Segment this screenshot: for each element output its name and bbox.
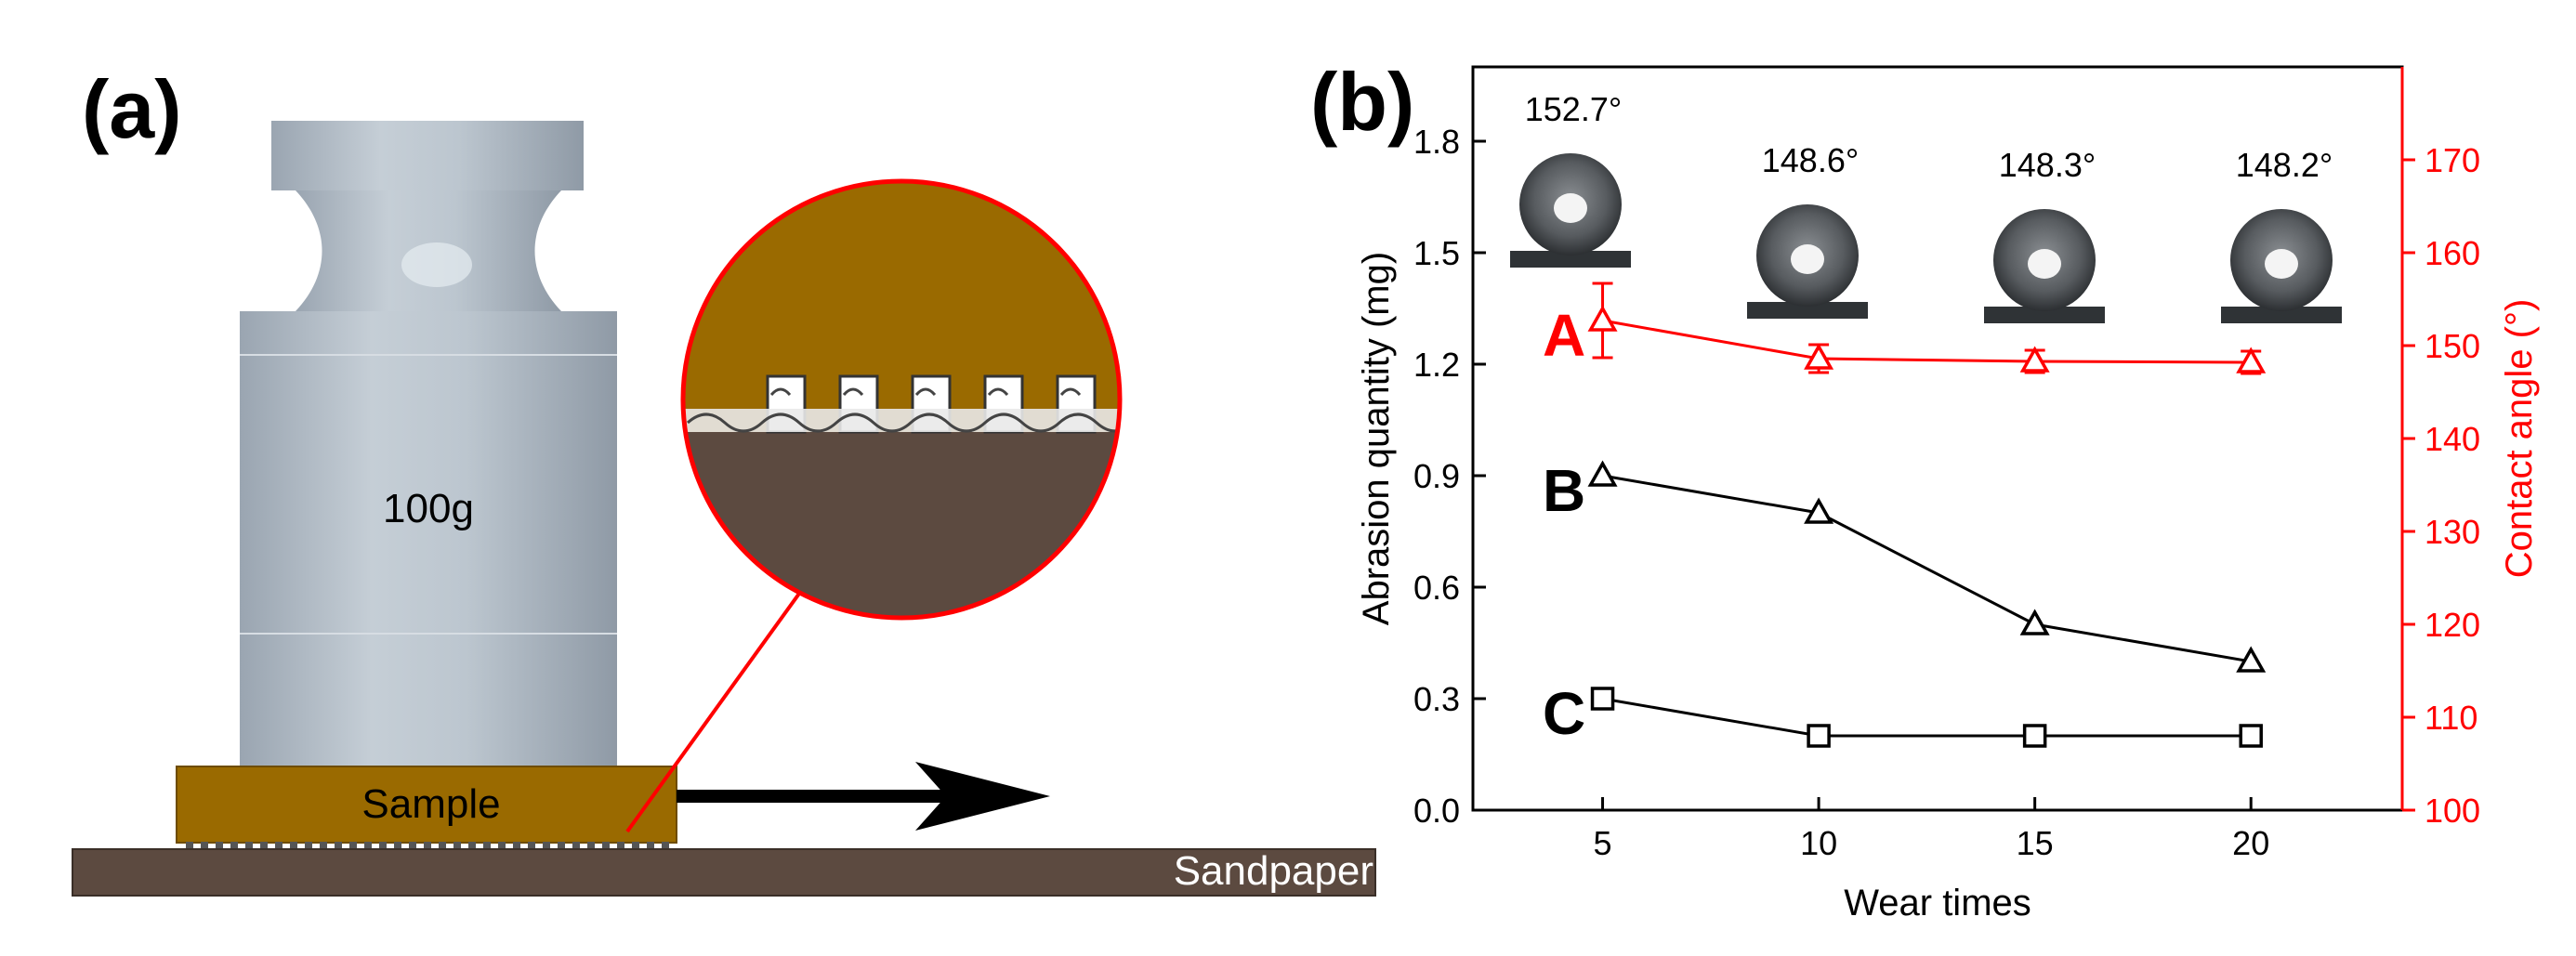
series-point-C [1807,724,1831,748]
series-point-B [2236,646,2267,673]
x-tick-label: 20 [2232,824,2269,862]
water-droplet-icon [1510,153,1631,268]
x-axis-title: Wear times [1844,883,2031,923]
water-droplet-icon [1984,209,2105,323]
sandpaper-strip-icon [72,848,1376,897]
panel-b: (b) 0.0 0.3 0.6 0.9 1.2 1.5 1.8 100 110 120 130 14… [1310,56,2540,923]
y-right-tick-label: 150 [2425,327,2480,365]
y-left-tick-label: 0.3 [1413,680,1460,718]
contact-angle-annotation: 148.6° [1762,141,1859,179]
y-right-tick-label: 110 [2425,699,2477,737]
panel-a-label: (a) [82,63,182,155]
panel-b-label: (b) [1310,56,1414,148]
droplet-images: 152.7° 148.6° 148.3° 148.2° [1510,90,2342,323]
sandpaper-label: Sandpaper [1174,848,1373,894]
y-right-tick-label: 130 [2425,513,2480,551]
series-point-B [2019,609,2050,635]
droplet-highlight [1554,193,1587,223]
series-layer: A B C [1543,282,2267,748]
droplet-substrate [2221,307,2342,323]
panel-a: (a) 100g Sample Sandpaper [72,63,1376,897]
series-point-C [1590,687,1615,711]
motion-arrow-icon [677,762,1050,831]
series-point-C [2239,724,2263,748]
weight-label: 100g [383,486,474,531]
series-point-A [2236,347,2267,373]
droplet-highlight [2265,249,2298,279]
sample-label: Sample [361,781,500,827]
droplet-substrate [1984,307,2105,323]
contact-angle-annotation: 148.3° [1999,146,2096,184]
droplet-highlight [2028,249,2061,279]
y-axis-left: 0.0 0.3 0.6 0.9 1.2 1.5 1.8 [1413,123,1486,830]
y-right-tick-label: 160 [2425,234,2480,272]
zoom-callout-icon [680,178,1123,621]
y-left-tick-label: 0.6 [1413,569,1460,607]
series-label-C: C [1543,680,1585,747]
water-droplet-icon [2221,209,2342,323]
x-tick-label: 10 [1800,824,1837,862]
x-tick-label: 15 [2017,824,2054,862]
water-droplet-icon [1747,204,1868,319]
series-point-C [2022,724,2047,748]
series-line-A [1602,319,2252,364]
y-axis-left-title: Abrasion quantity (mg) [1356,252,1397,625]
series-point-B [1587,460,1618,487]
droplet-highlight [1791,244,1824,274]
x-tick-label: 5 [1594,824,1612,862]
series-label-A: A [1543,302,1585,369]
droplet-substrate [1510,251,1631,268]
y-left-tick-label: 0.0 [1413,792,1460,830]
y-axis-right: 100 110 120 130 140 150 160 170 [2400,67,2480,830]
series-line-B [1602,474,2252,663]
micro-pillars [683,374,1120,434]
contact-angle-annotation: 148.2° [2236,146,2333,184]
x-axis: 5 10 15 20 [1594,797,2269,862]
weight-icon [240,121,617,766]
y-right-tick-label: 170 [2425,141,2480,179]
series-point-B [1804,497,1834,524]
y-left-tick-label: 1.5 [1413,234,1460,272]
y-left-tick-label: 1.8 [1413,123,1460,161]
contact-angle-annotation: 152.7° [1525,90,1622,128]
y-right-tick-label: 100 [2425,792,2480,830]
series-label-B: B [1543,457,1585,524]
sample-block-icon [176,766,677,844]
y-right-tick-label: 140 [2425,420,2480,458]
series-point-A [2019,346,2050,373]
series-point-A [1804,343,1834,370]
series-point-A [1587,305,1618,332]
droplet-substrate [1747,302,1868,319]
series-line-C [1602,697,2252,738]
y-left-tick-label: 0.9 [1413,457,1460,495]
y-right-tick-label: 120 [2425,606,2480,644]
y-left-tick-label: 1.2 [1413,346,1460,384]
y-axis-right-title: Contact angle (°) [2499,299,2540,579]
